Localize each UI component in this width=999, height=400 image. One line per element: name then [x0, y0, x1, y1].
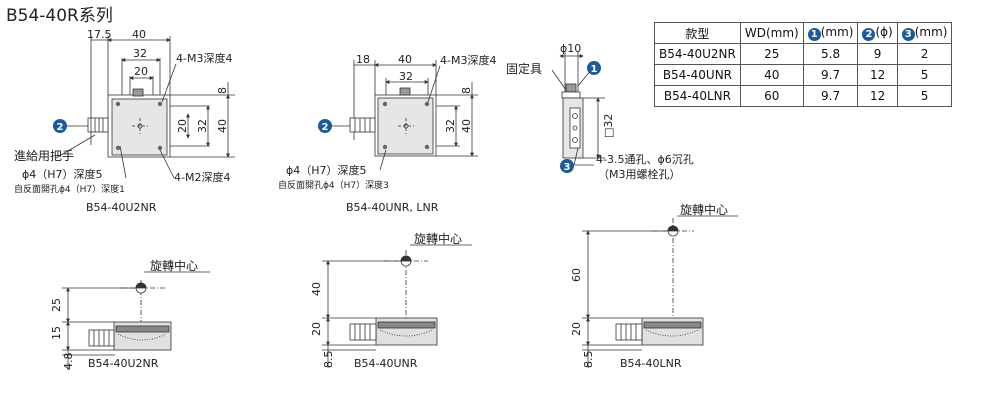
badge-1-icon: 1: [587, 61, 601, 75]
table-cell: B54-40U2NR: [654, 43, 741, 65]
dim-base: 4.8: [62, 353, 75, 371]
model-label: B54-40LNR: [620, 357, 682, 370]
dim-40: 40: [132, 28, 146, 41]
label-m2: 4-M2深度4: [174, 170, 230, 184]
header-unit: (mm): [914, 25, 948, 39]
dim-wd: 60: [570, 268, 583, 282]
label-m3: 4-M3深度4: [176, 51, 232, 65]
dim-18: 18: [356, 53, 370, 66]
dim-17-5: 17.5: [87, 28, 112, 41]
dim-32v: 32: [196, 119, 209, 133]
model-label: B54-40U2NR: [88, 357, 159, 370]
header-unit: (ϕ): [875, 25, 893, 39]
header-model: 款型: [654, 22, 741, 44]
view-top-mid: [349, 60, 478, 171]
model-label: B54-40U2NR: [86, 201, 157, 214]
dim-phi10: ϕ10: [560, 42, 581, 55]
dim-base: 8.5: [322, 351, 335, 369]
table-row: B54-40LNR 60 9.7 12 5: [654, 85, 953, 107]
dim-32: 32: [133, 47, 147, 60]
badge-2-icon: 2: [53, 119, 67, 133]
model-label: B54-40UNR, LNR: [346, 201, 439, 214]
label-clamp: 固定具: [506, 61, 542, 76]
label-m3: 4-M3深度4: [440, 53, 496, 67]
dim-square32: □32: [602, 114, 615, 138]
label-rear: 自反面開孔ϕ4（H7）深度1: [14, 183, 125, 195]
table-header-row: 款型 WD(mm) 1(mm) 2(ϕ) 3(mm): [654, 22, 953, 44]
svg-text:1: 1: [591, 64, 598, 75]
svg-text:2: 2: [57, 122, 64, 133]
header-wd: WD(mm): [739, 22, 804, 44]
table-cell: B54-40LNR: [654, 85, 741, 107]
page-title: B54-40R系列: [6, 6, 113, 26]
badge-3-icon: 3: [560, 159, 574, 173]
label-rear: 自反面開孔ϕ4（H7）深度3: [278, 179, 389, 191]
label-center: 旋轉中心: [414, 231, 462, 246]
label-handle: 進給用把手: [14, 149, 74, 163]
header-2: 2(ϕ): [857, 22, 898, 44]
side-view-2: [322, 244, 472, 368]
header-1: 1(mm): [802, 22, 859, 44]
side-view-3: [582, 215, 738, 368]
label-holes: 4-3.5通孔、ϕ6沉孔: [596, 153, 694, 166]
svg-text:2: 2: [322, 122, 329, 133]
label-bolt: （M3用螺栓孔）: [598, 167, 681, 181]
label-center: 旋轉中心: [150, 258, 198, 273]
badge-1-icon: 1: [807, 28, 821, 41]
badge-3-icon: 3: [901, 28, 915, 41]
dim-body: 20: [570, 322, 583, 336]
header-label: 款型: [685, 26, 710, 41]
table-cell: 5: [896, 85, 953, 107]
table-cell: B54-40UNR: [654, 64, 741, 86]
dim-40v: 40: [216, 119, 229, 133]
view-top-left: [55, 36, 235, 179]
label-hole: ϕ4（H7）深度5: [286, 163, 367, 177]
table-cell: 60: [739, 85, 804, 107]
dim-40v: 40: [460, 119, 473, 133]
dim-wd: 25: [50, 298, 63, 312]
badge-2-icon: 2: [862, 28, 876, 41]
svg-text:3: 3: [564, 162, 571, 173]
dim-wd: 40: [310, 282, 323, 296]
label-hole: ϕ4（H7）深度5: [22, 167, 103, 181]
model-label: B54-40UNR: [354, 357, 418, 370]
dim-8: 8: [460, 87, 473, 94]
table-cell: 12: [857, 85, 898, 107]
dim-20v: 20: [176, 119, 189, 133]
view-top-right: [551, 52, 605, 166]
label-center: 旋轉中心: [680, 202, 728, 217]
dim-base: 8.5: [582, 351, 595, 369]
header-label: WD(mm): [744, 26, 799, 40]
dim-20: 20: [134, 65, 148, 78]
dim-32v: 32: [444, 119, 457, 133]
dim-8: 8: [216, 87, 229, 94]
badge-2-icon: 2: [318, 119, 332, 133]
header-unit: (mm): [820, 25, 854, 39]
table-cell: 12: [857, 64, 898, 86]
dim-40: 40: [398, 53, 412, 66]
side-view-1: [62, 271, 210, 370]
spec-table: 款型 WD(mm) 1(mm) 2(ϕ) 3(mm) B54-40U2NR 25…: [654, 22, 953, 107]
dim-body: 15: [50, 326, 63, 340]
dim-32: 32: [399, 70, 413, 83]
dim-body: 20: [310, 322, 323, 336]
